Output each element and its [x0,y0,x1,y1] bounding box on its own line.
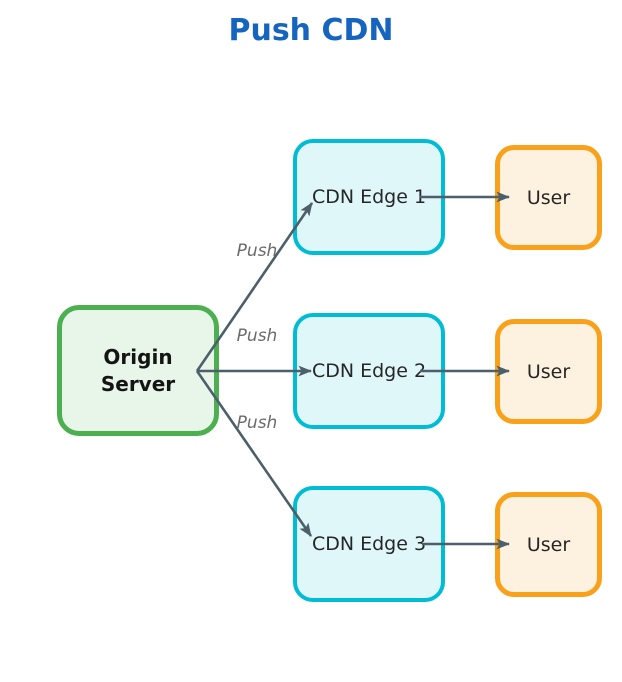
cdn-edge-2-label: CDN Edge 2 [311,360,427,382]
user-1-label: User [526,186,571,209]
cdn-edge-3-label: CDN Edge 3 [311,533,427,555]
user-3-node: User [495,492,602,597]
origin-server-node: Origin Server [57,305,219,436]
user-1-node: User [495,145,602,250]
push-label-2: Push [236,326,278,346]
push-label-1: Push [236,241,278,261]
origin-server-label: Origin Server [100,344,176,396]
diagram-title: Push CDN [228,13,394,48]
user-3-label: User [526,533,571,556]
push-label-3: Push [236,413,278,433]
cdn-edge-1-label: CDN Edge 1 [311,186,427,208]
cdn-edge-3-node: CDN Edge 3 [293,486,445,602]
user-2-label: User [526,360,571,383]
cdn-edge-1-node: CDN Edge 1 [293,139,445,255]
cdn-edge-2-node: CDN Edge 2 [293,313,445,429]
user-2-node: User [495,319,602,424]
